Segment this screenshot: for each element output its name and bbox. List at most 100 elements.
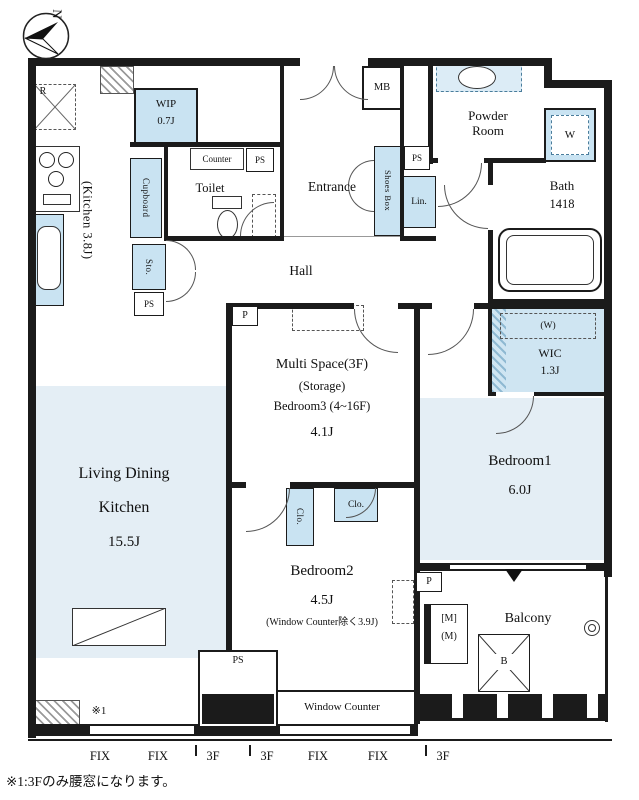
ps-label: PS: [254, 154, 265, 165]
ldk-size-label: 15.5J: [107, 533, 141, 550]
balcony-label: Balcony: [504, 611, 552, 627]
wall: [488, 299, 612, 305]
vanity-sink: [458, 66, 496, 89]
balcony-edge-hatch: [418, 694, 605, 720]
wall: [428, 58, 433, 164]
hall-label: Hall: [289, 263, 313, 279]
entrance-step-line: [284, 236, 400, 237]
balcony-entry-marker: [505, 569, 523, 582]
window-counter-label: Window Counter: [304, 700, 380, 713]
balcony-rail: [605, 571, 608, 722]
meter-label-bottom: (M): [441, 631, 457, 643]
wic-floor: [492, 309, 604, 392]
bottom-label-fix: FIX: [147, 749, 169, 763]
washer-inner-dashed: [551, 115, 589, 155]
fix-window: [90, 724, 194, 736]
ps-label: PS: [411, 152, 422, 163]
b-label: B: [492, 654, 516, 670]
wall: [488, 163, 493, 185]
ps-box: [246, 148, 274, 172]
tick: [249, 745, 251, 756]
wall: [484, 158, 546, 163]
ldk-line1: Living Dining: [78, 465, 170, 483]
wall: [534, 392, 612, 396]
fix-window: [280, 724, 410, 736]
door-arc: [240, 202, 274, 236]
wic-hatch: [492, 309, 506, 392]
bedroom1-size-label: 6.0J: [508, 483, 532, 499]
wall: [368, 58, 552, 66]
entrance-label: Entrance: [308, 179, 356, 195]
wic-label: WIC: [538, 345, 562, 360]
wall: [544, 80, 612, 88]
closet2-label: Clo.: [347, 499, 365, 510]
wall: [226, 303, 232, 726]
linen-box: [402, 176, 436, 228]
wall: [398, 303, 416, 309]
bottom-label-3f: 3F: [436, 749, 450, 763]
wall: [488, 309, 492, 396]
toilet-label: Toilet: [195, 181, 225, 195]
wall: [226, 303, 354, 309]
wall: [428, 158, 438, 163]
closet1-label: Clo.: [295, 508, 305, 526]
wall: [130, 142, 284, 147]
drain-cap-inner: [588, 624, 596, 632]
ps-box: [134, 292, 164, 316]
door-arc: [354, 309, 398, 353]
refrigerator-cross-icon: [34, 84, 76, 130]
door-arc: [246, 488, 290, 532]
tick: [195, 745, 197, 756]
ps-label: PS: [143, 298, 154, 309]
wall: [164, 236, 284, 241]
door-arc: [166, 240, 196, 270]
ldk-line2: Kitchen: [98, 499, 150, 517]
refrigerator-label: R: [39, 85, 47, 97]
column-hatch-bottom: [34, 700, 80, 726]
counter-box: [190, 148, 244, 170]
wall: [28, 58, 36, 738]
multi-space-size: 4.1J: [310, 425, 334, 441]
wic-size-label: 1.3J: [540, 365, 560, 378]
wall: [226, 482, 246, 488]
closet1-box: [286, 488, 314, 546]
linen-label: Lin.: [411, 196, 427, 207]
bath-size-label: 1418: [549, 196, 575, 211]
powder-room-label: Powder Room: [468, 108, 508, 138]
wall: [410, 724, 418, 736]
wall: [414, 303, 420, 724]
wall: [474, 303, 612, 309]
bedroom1-label: Bedroom1: [488, 452, 552, 469]
kitchen-label: (Kitchen 3.8J): [80, 180, 95, 260]
door-arc: [444, 185, 488, 229]
door-arc: [428, 309, 474, 355]
wip-label: WIP: [155, 97, 177, 110]
ground-line: [28, 739, 612, 741]
note-ref-label: ※1: [91, 704, 107, 717]
bottom-label-3f: 3F: [260, 749, 274, 763]
wall: [544, 58, 552, 88]
door-arc: [166, 272, 196, 302]
wall: [400, 236, 436, 241]
bottom-label-fix: FIX: [307, 749, 329, 763]
bathtub-inner: [506, 235, 594, 285]
toilet-bowl: [217, 210, 238, 239]
ps-label: PS: [232, 655, 244, 667]
multi-space-line2: (Storage): [298, 379, 346, 393]
p-box: [232, 306, 258, 326]
bottom-label-fix: FIX: [89, 749, 111, 763]
wip-box: [134, 88, 198, 144]
wall: [164, 144, 168, 240]
wall: [586, 563, 612, 571]
storage-label: Sto.: [144, 258, 154, 276]
wall: [414, 303, 432, 309]
column-hatch-top: [100, 66, 134, 94]
storage-box: [132, 244, 166, 290]
wic-pipe-dashed: [500, 313, 596, 339]
tick: [425, 745, 427, 756]
bedroom2-size-label: 4.5J: [310, 593, 334, 609]
p-box: [416, 572, 442, 592]
meter-label-top: [M]: [441, 613, 457, 625]
meter-wall: [424, 604, 430, 664]
